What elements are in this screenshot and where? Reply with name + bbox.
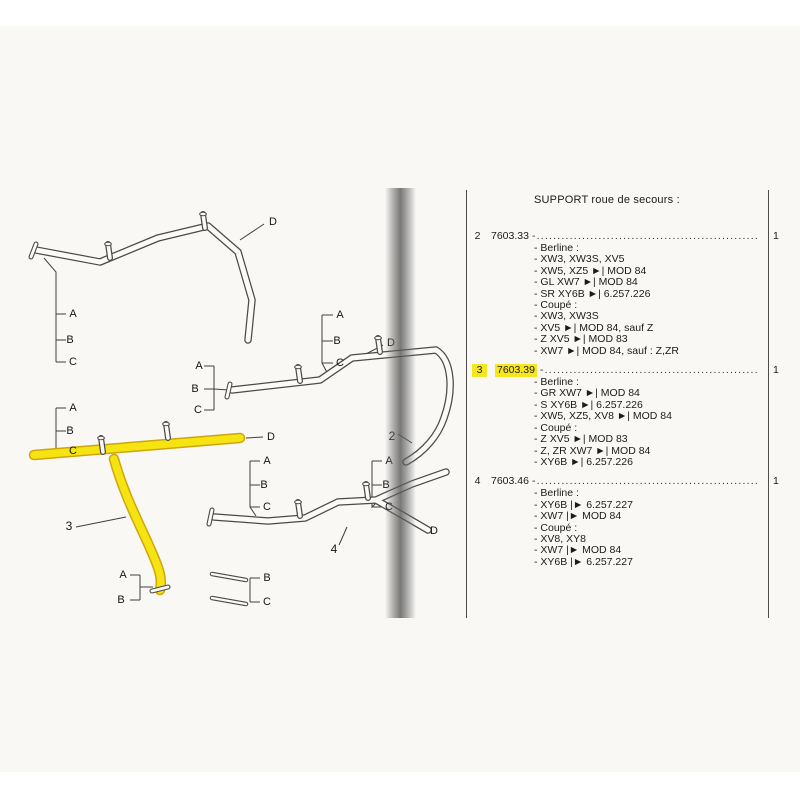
entry-detail-line: - Berline : bbox=[534, 242, 579, 254]
entry-ref-number: 2 bbox=[474, 230, 481, 242]
diagram-label-B: B bbox=[260, 479, 267, 491]
peg-caps bbox=[97, 211, 382, 505]
entry-detail-line: - XV8, XY8 bbox=[534, 532, 586, 545]
entry-detail-line: - XW3, XW3S bbox=[534, 310, 599, 323]
support-tube-part3-highlighted-fill bbox=[30, 434, 244, 594]
diagram-label-D: D bbox=[267, 431, 275, 443]
entry-detail-line: - GR XW7 ►| MOD 84 bbox=[534, 387, 640, 400]
section-title: SUPPORT roue de secours : bbox=[534, 194, 680, 206]
entry-detail-line: - Coupé : bbox=[534, 521, 578, 534]
entry-detail-line: - XY6B |► 6.257.227 bbox=[534, 555, 633, 568]
entry-detail-line: - Berline : bbox=[534, 376, 579, 389]
support-stub-parts-fill bbox=[210, 572, 248, 606]
diagram-label-D: D bbox=[269, 216, 277, 228]
entry-quantity: 1 bbox=[773, 475, 779, 488]
diagram-label-C: C bbox=[69, 445, 77, 457]
entry-detail-line: - GL XW7 ►| MOD 84 bbox=[534, 276, 638, 289]
entry-part-number: 7603.33 bbox=[491, 230, 529, 242]
diagram-label-C: C bbox=[194, 404, 202, 416]
entry-detail-line: - XW5, XZ5, XV8 ►| MOD 84 bbox=[534, 410, 672, 423]
diagram-label-B: B bbox=[191, 383, 198, 395]
entry-detail-line: - Z XV5 ►| MOD 83 bbox=[534, 333, 628, 346]
dotted-leader: -.......................................… bbox=[531, 230, 759, 242]
quantity-column-divider bbox=[768, 190, 769, 618]
diagram-label-3: 3 bbox=[66, 519, 73, 533]
diagram-label-4: 4 bbox=[331, 542, 338, 556]
entry-detail-line: - XW7 ►| MOD 84, sauf : Z,ZR bbox=[534, 344, 679, 357]
entry-detail-line: - XW7 |► MOD 84 bbox=[534, 544, 622, 557]
parts-entry-header: 2 7603.33-...............................… bbox=[467, 230, 789, 243]
mounting-pegs-fill bbox=[99, 212, 382, 518]
diagram-label-A: A bbox=[69, 308, 77, 320]
parts-entry-header: 4 7603.46-...............................… bbox=[467, 475, 789, 488]
diagram-labels: ABCABCABCABCABCABCABBCDDDD234 bbox=[66, 216, 438, 608]
diagram-label-B: B bbox=[66, 334, 73, 346]
entry-detail-line: - XW5, XZ5 ►| MOD 84 bbox=[534, 264, 647, 277]
entry-detail-line: - S XY6B ►| 6.257.226 bbox=[534, 398, 643, 411]
entry-detail-line: - XY6B ►| 6.257.226 bbox=[534, 455, 633, 468]
entry-detail-line: - XW7 |► MOD 84 bbox=[534, 510, 622, 523]
diagram-label-C: C bbox=[263, 596, 271, 608]
diagram-label-C: C bbox=[263, 501, 271, 513]
parts-entry: 2 7603.33-...............................… bbox=[467, 230, 789, 357]
diagram-label-A: A bbox=[195, 360, 203, 372]
tube-end-caps-fill bbox=[29, 242, 232, 593]
diagram-label-A: A bbox=[69, 402, 77, 414]
parts-entry: 3 7603.39-...............................… bbox=[467, 364, 789, 468]
entry-detail-line: - SR XY6B ►| 6.257.226 bbox=[534, 287, 651, 300]
entry-detail-line: - XV5 ►| MOD 84, sauf Z bbox=[534, 321, 654, 334]
entry-detail-line: - Berline : bbox=[534, 487, 579, 500]
diagram-label-C: C bbox=[69, 356, 77, 368]
entry-detail-line: - Z XV5 ►| MOD 83 bbox=[534, 433, 628, 446]
diagram-label-B: B bbox=[117, 594, 124, 606]
diagram-label-A: A bbox=[336, 309, 344, 321]
parts-entry-header: 3 7603.39-...............................… bbox=[467, 364, 789, 378]
entry-detail-line: - XY6B |► 6.257.227 bbox=[534, 498, 633, 511]
diagram-label-A: A bbox=[263, 455, 271, 467]
dotted-leader: -.......................................… bbox=[539, 364, 759, 377]
entry-detail-line: - Coupé : bbox=[534, 299, 578, 312]
entry-detail-line: - Coupé : bbox=[534, 421, 578, 434]
tube-end-caps bbox=[28, 241, 233, 594]
entry-ref-number: 4 bbox=[474, 475, 481, 488]
entry-detail-line: - Z, ZR XW7 ►| MOD 84 bbox=[534, 444, 651, 457]
support-tube-top-fill bbox=[33, 223, 255, 343]
page-fold-shadow bbox=[385, 188, 416, 618]
diagram-label-A: A bbox=[119, 569, 127, 581]
label-bracket-lines bbox=[43, 257, 382, 603]
diagram-label-B: B bbox=[333, 335, 340, 347]
parts-entry: 4 7603.46-...............................… bbox=[467, 475, 789, 568]
entry-quantity: 1 bbox=[773, 364, 779, 377]
entry-part-number: 7603.39 bbox=[495, 364, 537, 378]
diagram-label-D: D bbox=[430, 525, 438, 537]
entry-quantity: 1 bbox=[773, 230, 779, 242]
entry-ref-number: 3 bbox=[472, 364, 487, 378]
dotted-leader: -.......................................… bbox=[531, 475, 759, 488]
diagram-label-B: B bbox=[66, 425, 73, 437]
diagram-label-B: B bbox=[263, 572, 270, 584]
entry-part-number: 7603.46 bbox=[491, 475, 529, 488]
diagram-label-C: C bbox=[336, 357, 344, 369]
entry-detail-line: - XW3, XW3S, XV5 bbox=[534, 253, 625, 266]
support-tube-part2-fill bbox=[229, 347, 453, 465]
